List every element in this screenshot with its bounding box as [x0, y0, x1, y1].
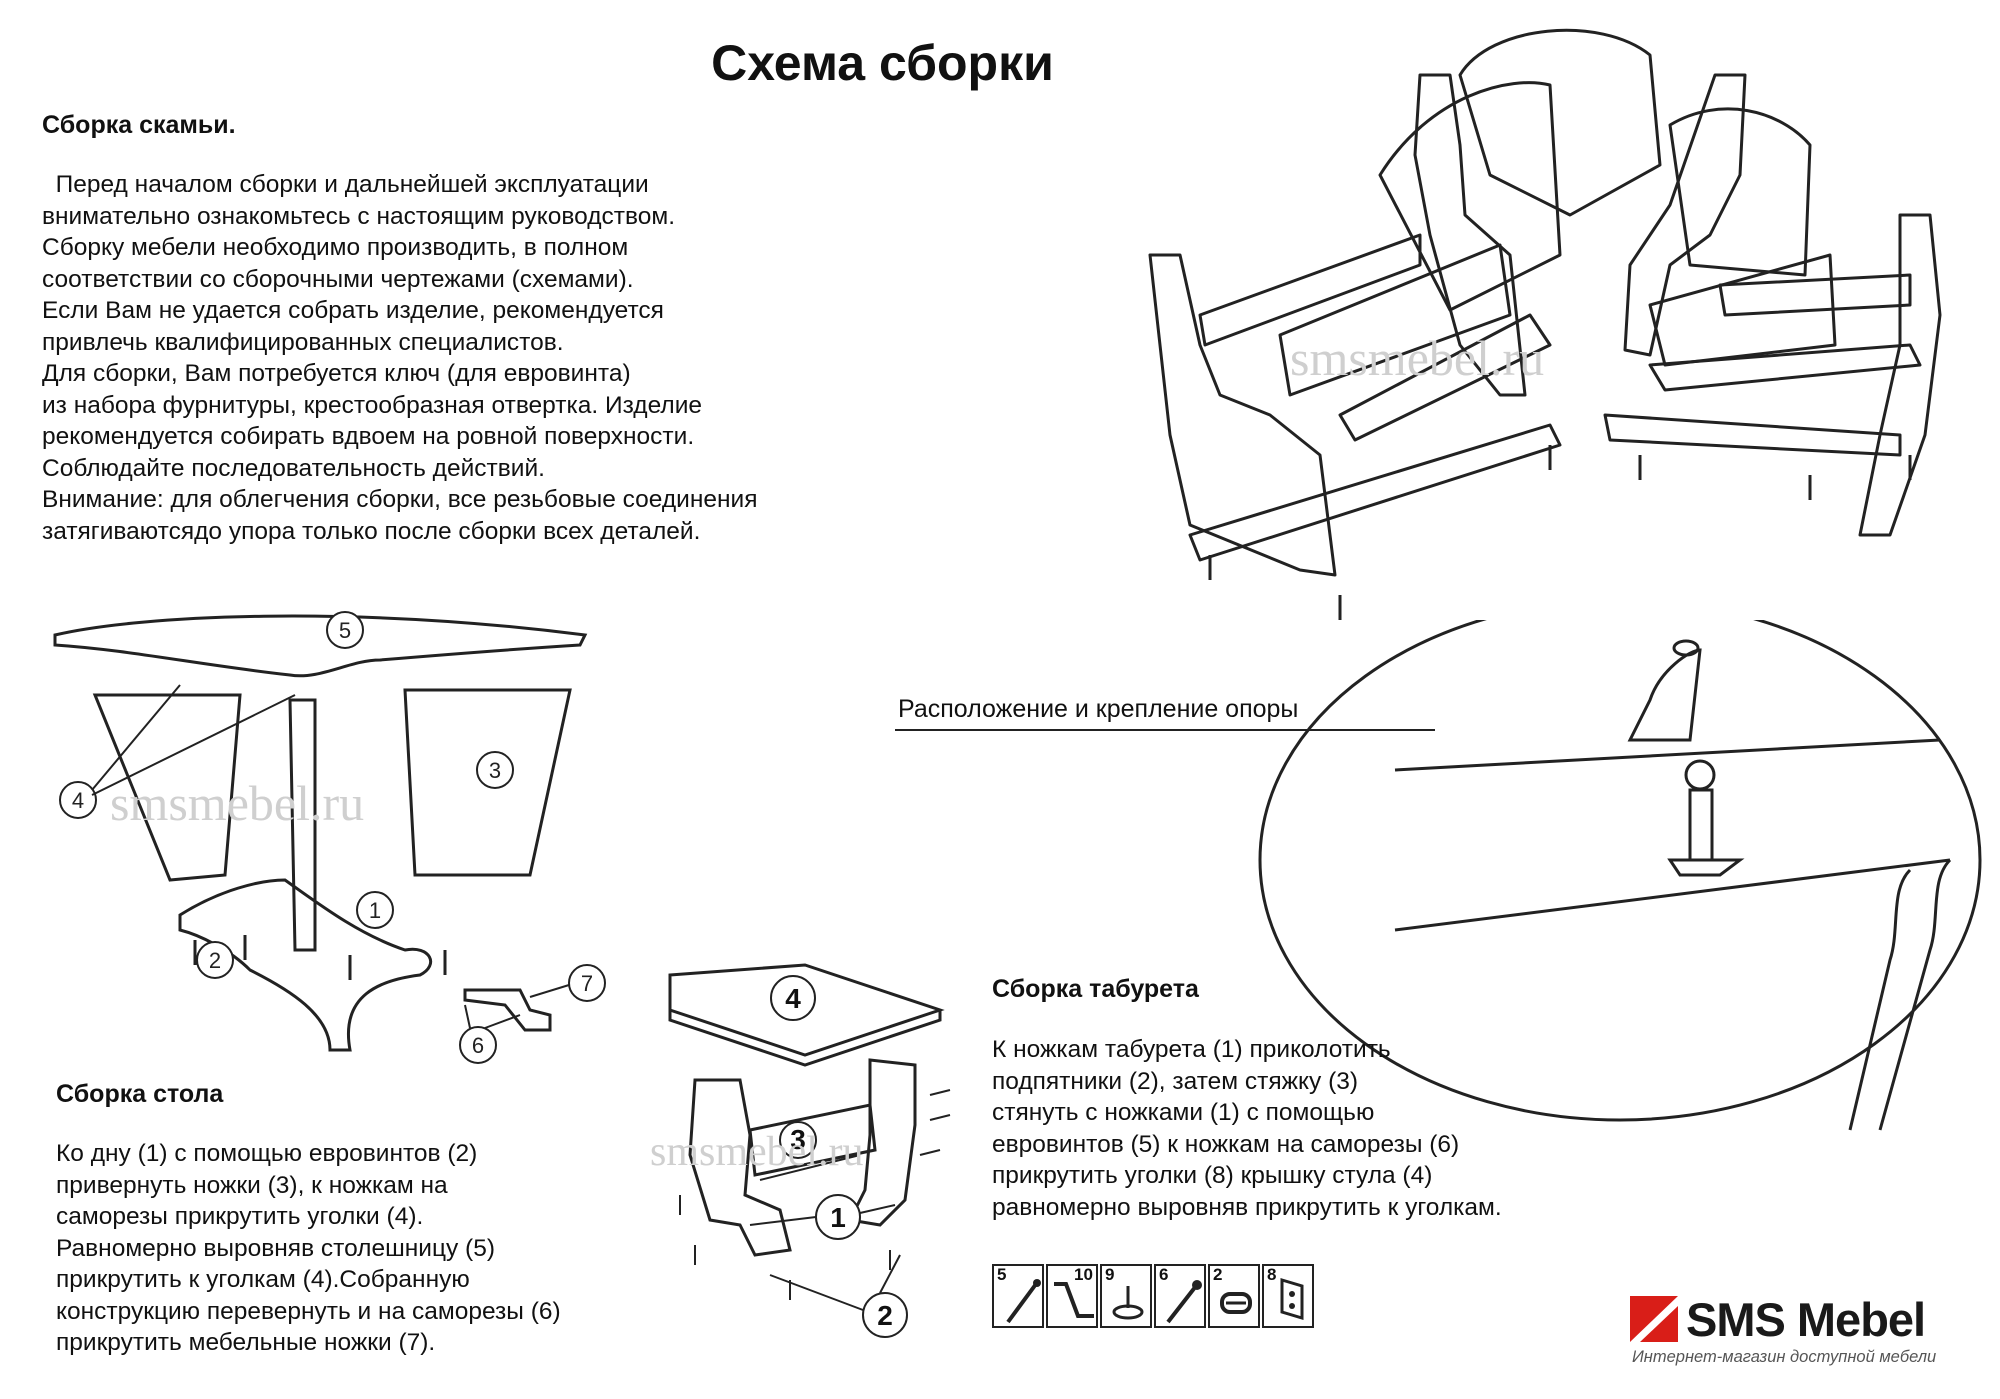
- table-assembly-diagram: 5 4 3 2 1 7 6 smsmebel.ru: [53, 611, 606, 1064]
- table-callout: 5: [339, 618, 351, 643]
- table-line: саморезы прикрутить уголки (4).: [56, 1203, 424, 1230]
- screw-icon: 5: [992, 1264, 1044, 1328]
- brand-name: SMS Mebel: [1686, 1293, 1926, 1346]
- stool-line: равномерно выровняв прикрутить к уголкам…: [992, 1193, 1502, 1221]
- tool-number: 8: [1267, 1265, 1277, 1284]
- table-callout: 7: [581, 971, 593, 996]
- stool-line: стянуть с ножками (1) с помощью: [992, 1099, 1375, 1126]
- tool-number: 6: [1159, 1265, 1169, 1284]
- furniture-glide-icon: 9: [1100, 1264, 1152, 1328]
- bench-line: Перед началом сборки и дальнейшей эксплу…: [42, 171, 649, 198]
- corner-bracket-icon: 8: [1262, 1264, 1314, 1328]
- bench-line: привлечь квалифицированных специалистов.: [42, 328, 564, 356]
- table-callout: 2: [209, 948, 221, 973]
- watermark-text: smsmebel.ru: [110, 775, 364, 831]
- table-callout: 3: [489, 758, 501, 783]
- self-tapping-screw-icon: 6: [1154, 1264, 1206, 1328]
- glide-pad-icon: 2: [1208, 1264, 1260, 1328]
- page-title: Схема сборки: [711, 35, 1054, 91]
- bench-line: затягиваютсядо упора только после сборки…: [42, 517, 701, 545]
- table-line: Равномерно выровняв столешницу (5): [56, 1234, 496, 1262]
- tool-number: 5: [997, 1265, 1007, 1284]
- table-line: привернуть ножки (3), к ножкам на: [56, 1171, 448, 1199]
- table-heading: Сборка стола: [56, 1080, 224, 1108]
- stool-assembly-diagram: 4 3 1 2 smsmebel.ru: [650, 963, 951, 1338]
- stool-callout: 4: [785, 983, 801, 1014]
- stool-line: прикрутить уголки (8) крышку стула (4): [992, 1162, 1433, 1189]
- bench-line: Соблюдайте последовательность действий.: [42, 454, 545, 482]
- brand-tagline: Интернет-магазин доступной мебели: [1632, 1348, 1937, 1366]
- bench-heading: Сборка скамьи.: [42, 111, 236, 139]
- stool-line: евровинтов (5) к ножкам на саморезы (6): [992, 1130, 1460, 1158]
- support-detail-diagram: [895, 620, 1982, 1131]
- table-line: конструкцию перевернуть и на саморезы (6…: [56, 1297, 561, 1325]
- watermark-text: smsmebel.ru: [1290, 330, 1544, 386]
- bench-line: соответствии со сборочными чертежами (сх…: [42, 265, 634, 293]
- table-callout: 4: [72, 788, 84, 813]
- bench-line: Сборку мебели необходимо производить, в …: [42, 234, 629, 261]
- table-line: прикрутить мебельные ножки (7).: [56, 1329, 436, 1356]
- corner-bench-diagram: smsmebel.ru: [1148, 28, 1942, 620]
- logo-mark-icon: [1630, 1296, 1678, 1342]
- tool-number: 2: [1213, 1265, 1223, 1284]
- table-line: Ко дну (1) с помощью евровинтов (2): [56, 1140, 478, 1167]
- bench-instructions: Перед началом сборки и дальнейшей эксплу…: [42, 169, 758, 547]
- bench-line: рекомендуется собирать вдвоем на ровной …: [42, 423, 695, 450]
- table-line: прикрутить к уголкам (4).Собранную: [56, 1266, 470, 1293]
- stool-callout: 1: [830, 1202, 846, 1233]
- bench-line: Внимание: для облегчения сборки, все рез…: [42, 486, 758, 513]
- tool-number: 9: [1105, 1265, 1115, 1284]
- support-label: Расположение и крепление опоры: [898, 695, 1299, 723]
- stool-callout: 2: [877, 1300, 893, 1331]
- bench-line: Если Вам не удается собрать изделие, рек…: [42, 297, 664, 324]
- stool-instructions: К ножкам табурета (1) приколотить подпят…: [992, 1034, 1502, 1223]
- stool-line: К ножкам табурета (1) приколотить: [992, 1036, 1391, 1063]
- bench-line: внимательно ознакомьтесь с настоящим рук…: [42, 202, 676, 230]
- stool-heading: Сборка табурета: [992, 975, 1199, 1003]
- table-callout: 6: [472, 1033, 484, 1058]
- stool-callout: 3: [790, 1124, 806, 1155]
- bench-line: из набора фурнитуры, крестообразная отве…: [42, 391, 703, 419]
- bench-line: Для сборки, Вам потребуется ключ (для ев…: [42, 360, 631, 387]
- stool-line: подпятники (2), затем стяжку (3): [992, 1067, 1359, 1095]
- tool-number: 10: [1074, 1265, 1093, 1284]
- hex-key-icon: 10: [1046, 1264, 1098, 1328]
- table-instructions: Ко дну (1) с помощью евровинтов (2) прив…: [56, 1138, 561, 1359]
- watermark-text: smsmebel.ru: [650, 1129, 863, 1175]
- table-callout: 1: [369, 898, 381, 923]
